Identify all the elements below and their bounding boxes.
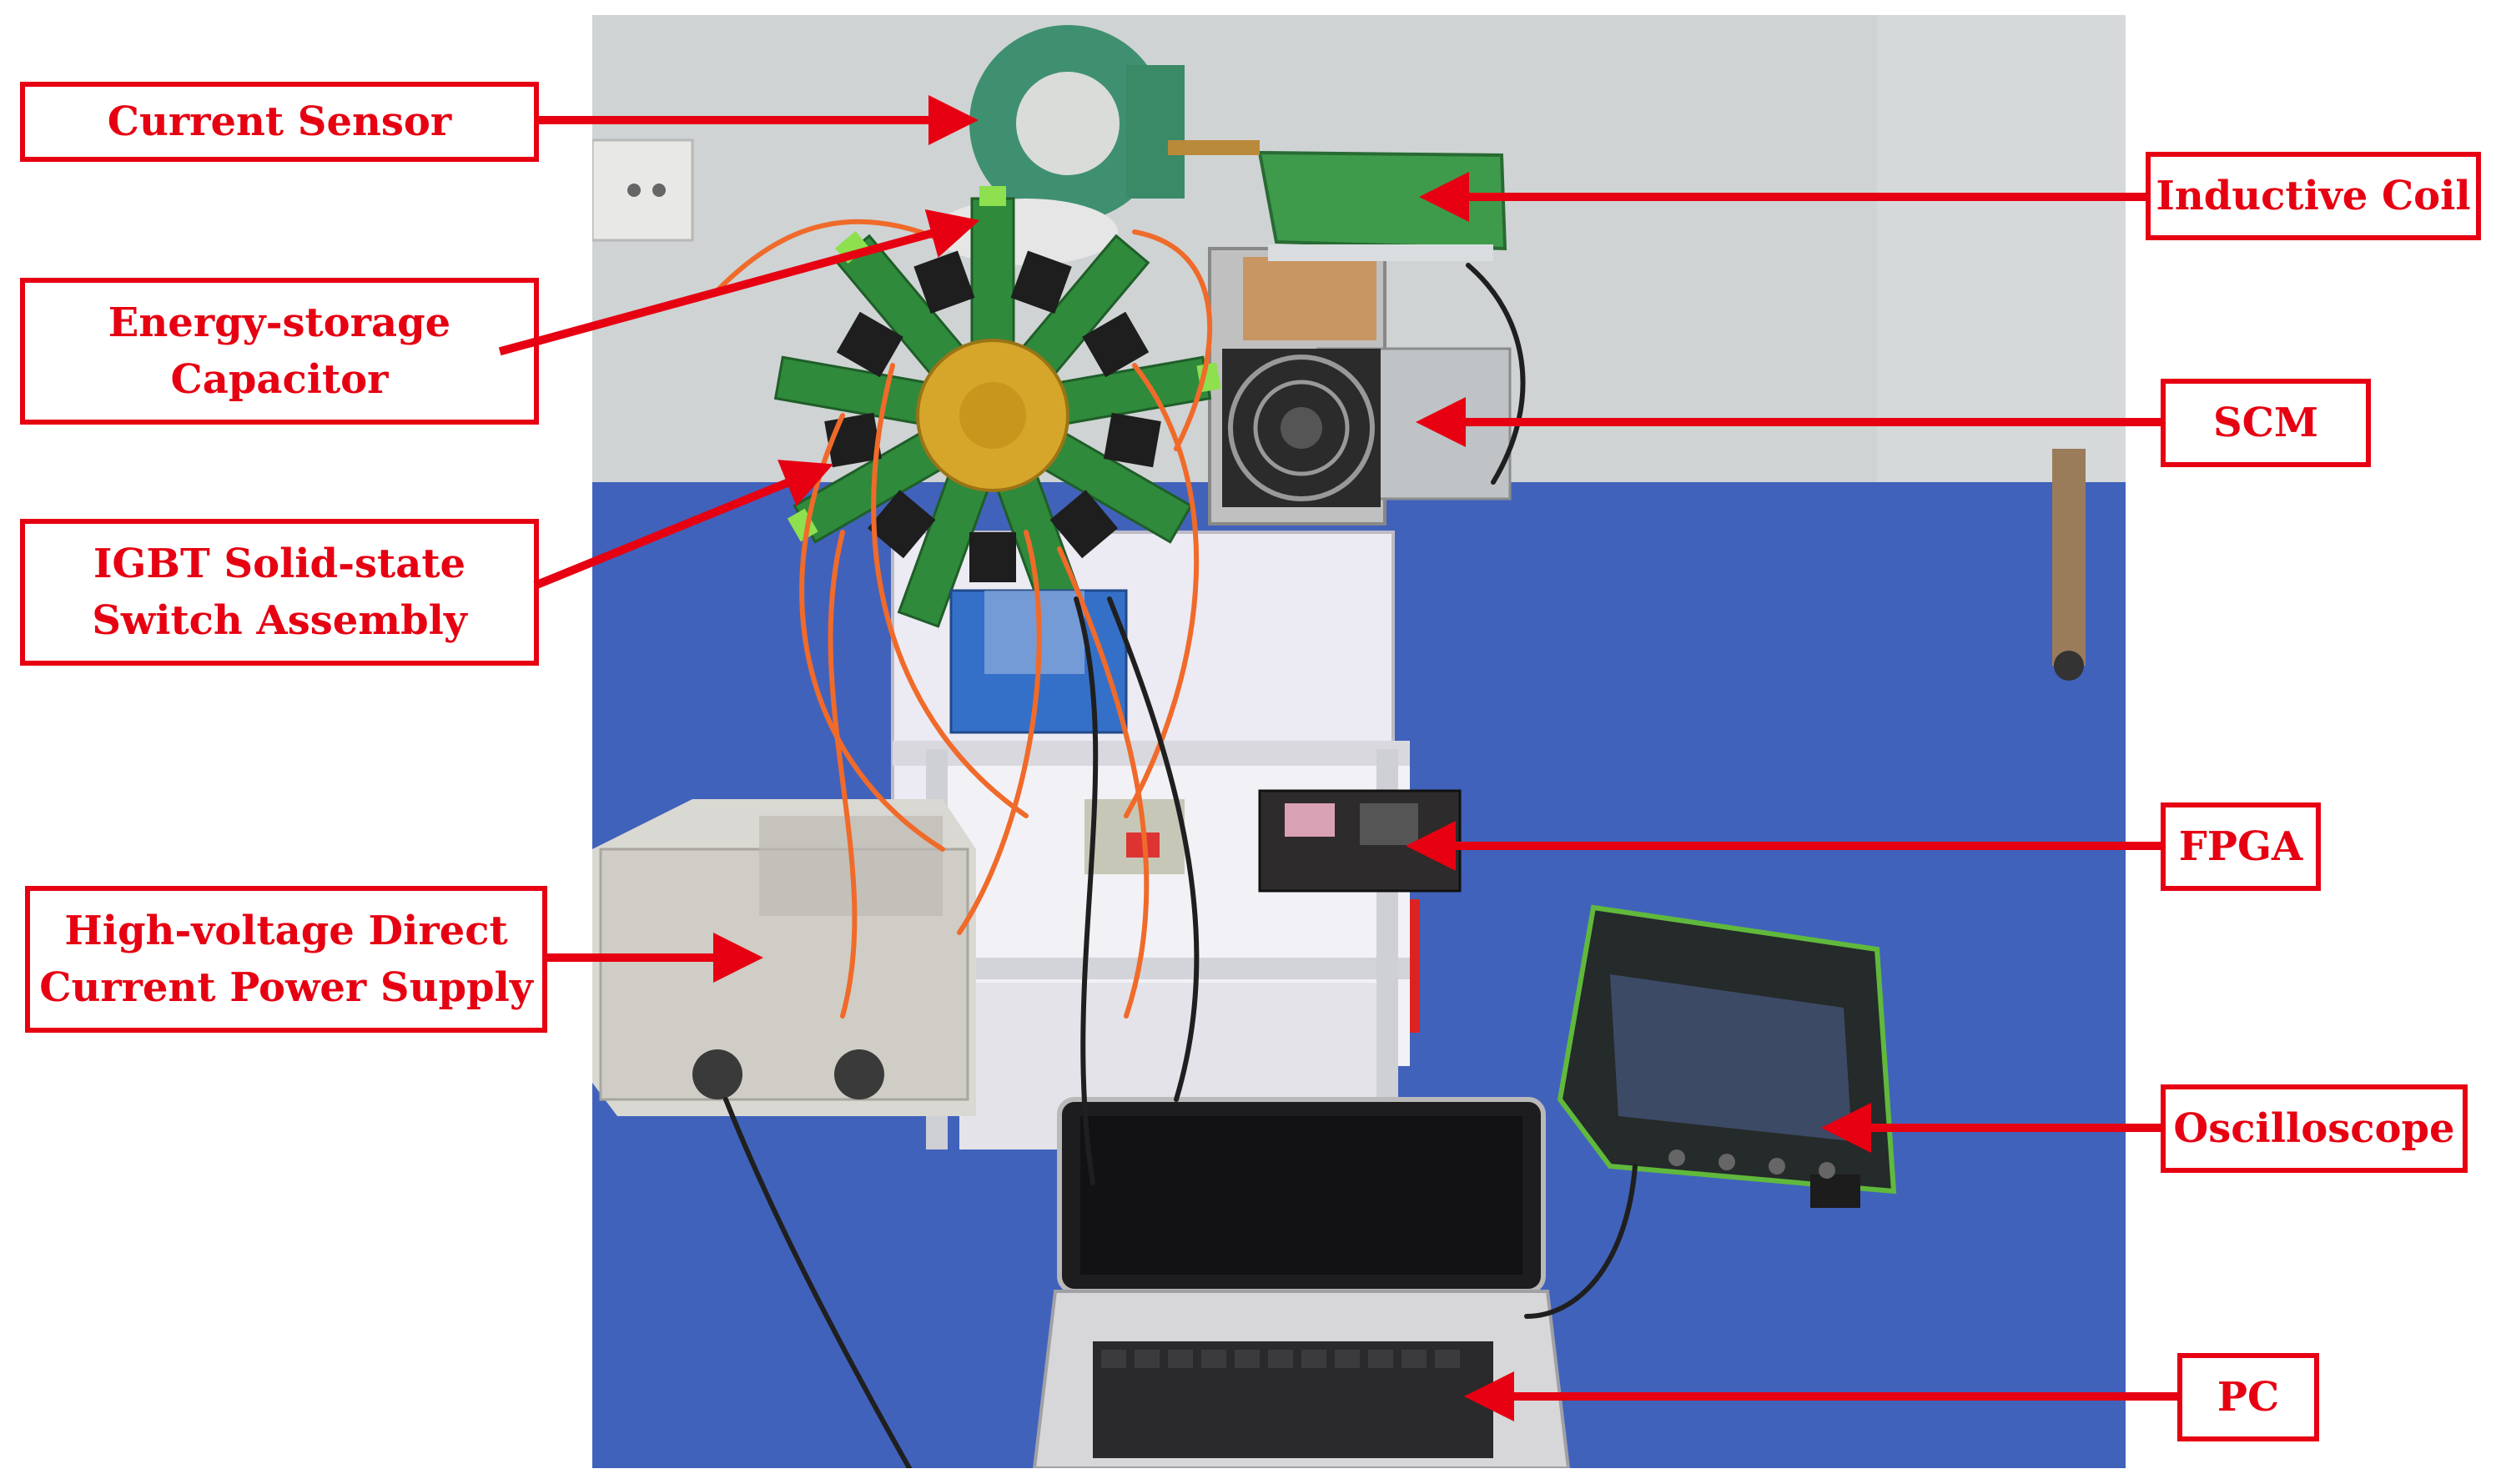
- energy-storage-capacitor-label: Energy-storage Capacitor: [20, 278, 539, 425]
- hv-dc-power-supply-label-line-2: Current Power Supply: [39, 964, 533, 1011]
- energy-storage-capacitor-label-line-2: Capacitor: [170, 356, 389, 403]
- hv-dc-power-supply-label-line-1: High-voltage Direct: [64, 908, 508, 954]
- scm-label-text: SCM: [2213, 400, 2318, 446]
- experimental-setup-photo: [592, 15, 2126, 1468]
- scm-label: SCM: [2161, 379, 2371, 467]
- fpga-label: FPGA: [2161, 802, 2321, 891]
- inductive-coil-label: Inductive Coil: [2146, 152, 2481, 240]
- oscilloscope-label-text: Oscilloscope: [2173, 1105, 2455, 1152]
- igbt-switch-assembly-label-line-2: Switch Assembly: [92, 597, 467, 644]
- igbt-switch-assembly-label: IGBT Solid-state Switch Assembly: [20, 519, 539, 666]
- current-sensor-label: Current Sensor: [20, 82, 539, 162]
- pc-label-text: PC: [2217, 1374, 2280, 1421]
- igbt-switch-assembly-label-line-1: IGBT Solid-state: [93, 541, 466, 587]
- oscilloscope-label: Oscilloscope: [2161, 1084, 2468, 1173]
- pc-label: PC: [2177, 1353, 2319, 1441]
- energy-storage-capacitor-label-line-1: Energy-storage: [108, 299, 451, 346]
- hv-dc-power-supply-label: High-voltage Direct Current Power Supply: [25, 886, 547, 1033]
- setup-photo-drawing: [592, 15, 2126, 1468]
- current-sensor-label-text: Current Sensor: [107, 98, 452, 145]
- inductive-coil-label-text: Inductive Coil: [2156, 173, 2471, 219]
- fpga-label-text: FPGA: [2178, 823, 2303, 870]
